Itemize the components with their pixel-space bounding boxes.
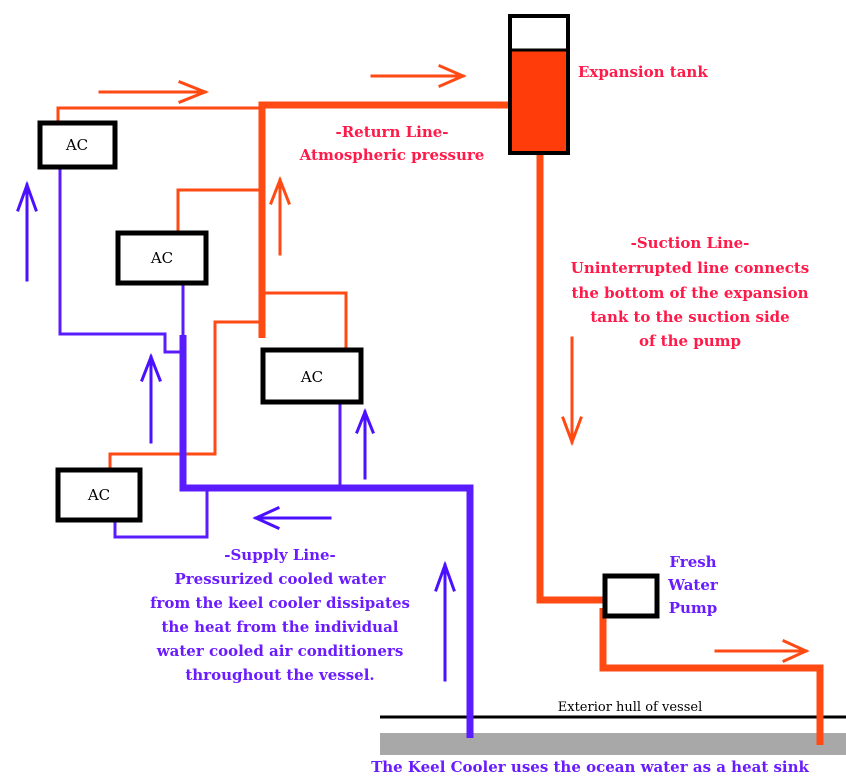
return-line-main bbox=[258, 101, 512, 338]
suction-line-caption: -Suction Line- Uninterrupted line connec… bbox=[571, 234, 810, 350]
fresh-water-pump bbox=[602, 573, 660, 619]
ac-unit-label: AC bbox=[87, 486, 110, 504]
supply-line-text-3: the heat from the individual bbox=[162, 618, 399, 636]
supply-line-caption: -Supply Line- Pressurized cooled water f… bbox=[150, 546, 410, 684]
flow-arrow-up-return bbox=[269, 175, 291, 256]
blue-arrows bbox=[16, 180, 456, 682]
supply-line-text-5: throughout the vessel. bbox=[185, 666, 374, 684]
suction-line-text-4: of the pump bbox=[639, 332, 741, 350]
flow-arrow-left-supply bbox=[252, 506, 332, 530]
ocean-band bbox=[380, 733, 846, 755]
supply-line-main bbox=[179, 335, 474, 738]
flow-arrow-right-2 bbox=[370, 64, 467, 88]
flow-arrow-down-suction bbox=[561, 336, 583, 447]
ac-unit-label: AC bbox=[65, 136, 88, 154]
return-line-subtitle: Atmospheric pressure bbox=[299, 146, 485, 164]
hull-label: Exterior hull of vessel bbox=[558, 700, 702, 715]
ac-unit-label: AC bbox=[300, 368, 323, 386]
flow-arrow-up-left bbox=[140, 352, 162, 444]
supply-line-text-1: Pressurized cooled water bbox=[175, 570, 387, 588]
flow-arrow-up-ac3 bbox=[355, 407, 375, 480]
return-line-thin bbox=[56, 106, 348, 468]
return-line-title: -Return Line- bbox=[335, 123, 448, 141]
keel-cooler-caption: The Keel Cooler uses the ocean water as … bbox=[371, 758, 809, 776]
ac-unit-3: AC bbox=[260, 347, 364, 405]
pump-label-3: Pump bbox=[669, 599, 718, 617]
expansion-tank bbox=[508, 14, 570, 155]
pump-label-1: Fresh bbox=[669, 553, 716, 571]
ac-unit-label: AC bbox=[150, 249, 173, 267]
suction-line-text-2: the bottom of the expansion bbox=[572, 284, 809, 302]
suction-line-title: -Suction Line- bbox=[631, 234, 750, 252]
supply-line-text-4: water cooled air conditioners bbox=[156, 642, 404, 660]
supply-line-title: -Supply Line- bbox=[224, 546, 336, 564]
pump-caption: Fresh Water Pump bbox=[667, 553, 719, 617]
supply-line-text-2: from the keel cooler dissipates bbox=[150, 594, 410, 612]
flow-arrow-right-pump bbox=[714, 639, 810, 663]
suction-line-text-3: tank to the suction side bbox=[590, 308, 789, 326]
flow-arrow-up-keel bbox=[434, 560, 456, 682]
pump-label-2: Water bbox=[667, 576, 719, 594]
ac-unit-2: AC bbox=[115, 230, 209, 286]
flow-arrow-right-1 bbox=[98, 80, 210, 104]
suction-line-text-1: Uninterrupted line connects bbox=[571, 259, 810, 277]
suction-line bbox=[536, 150, 824, 745]
flow-arrow-up-ac1 bbox=[16, 180, 38, 282]
ac-unit-1: AC bbox=[37, 120, 118, 170]
ac-unit-4: AC bbox=[55, 467, 143, 523]
expansion-tank-label: Expansion tank bbox=[578, 63, 708, 81]
tank-water bbox=[512, 50, 566, 151]
orange-arrows bbox=[98, 64, 810, 663]
